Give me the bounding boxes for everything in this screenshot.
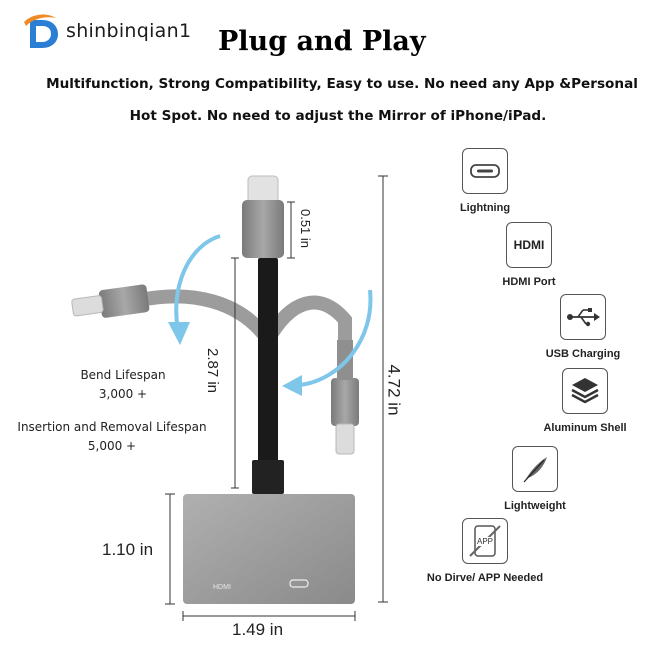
feature-label: Lightweight [504, 500, 566, 512]
dim-hub-height: 1.10 in [102, 540, 154, 559]
feature-lightning: Lightning [410, 148, 560, 214]
dim-connector-length: 0.51 in [298, 208, 314, 249]
subtitle-line-1: Multifunction, Strong Compatibility, Eas… [46, 76, 638, 92]
feature-usb: USB Charging [508, 294, 650, 360]
layers-icon [562, 368, 608, 414]
insertion-lifespan-value: 5,000 + [87, 439, 137, 453]
subtitle-line-2: Hot Spot. No need to adjust the Mirror o… [129, 108, 547, 124]
right-lightning-connector [331, 378, 359, 455]
feature-hdmi: HDMI HDMI Port [454, 222, 604, 288]
hdmi-icon: HDMI [506, 222, 552, 268]
brand-logo-icon [24, 14, 58, 48]
dim-hub-width: 1.49 in [232, 620, 284, 639]
no-app-icon-text: APP [475, 536, 494, 546]
dimension-lines [165, 175, 388, 621]
top-lightning-connector [242, 175, 284, 258]
usb-icon [560, 294, 606, 340]
hdmi-icon-text: HDMI [513, 238, 545, 252]
brand-name: shinbinqian1 [66, 20, 192, 42]
page-title: Plug and Play [218, 26, 426, 57]
feature-aluminum: Aluminum Shell [510, 368, 650, 434]
bend-arrow-right [299, 289, 373, 387]
bend-lifespan-label: Bend Lifespan [80, 368, 166, 382]
dim-cable-length: 2.87 in [204, 347, 222, 394]
bend-arrow-left [174, 234, 221, 331]
left-lightning-connector [71, 284, 150, 318]
bend-lifespan-value: 3,000 + [98, 387, 148, 401]
feature-no-app: APP No Dirve/ APP Needed [410, 518, 560, 584]
adapter-hub [183, 494, 355, 604]
feature-lightweight: Lightweight [460, 446, 610, 512]
hdmi-port-label: HDMI [213, 584, 231, 591]
feature-label: Lightning [459, 202, 511, 214]
feature-label: USB Charging [545, 348, 621, 360]
no-app-icon: APP [462, 518, 508, 564]
insertion-lifespan: Insertion and Removal Lifespan 5,000 + [14, 418, 210, 456]
feature-label: HDMI Port [502, 276, 556, 288]
lightning-port-icon [462, 148, 508, 194]
feather-icon [512, 446, 558, 492]
feature-label: No Dirve/ APP Needed [426, 572, 544, 584]
dim-total-length: 4.72 in [384, 364, 404, 416]
feature-label: Aluminum Shell [543, 422, 627, 434]
bend-lifespan: Bend Lifespan 3,000 + [68, 366, 178, 404]
insertion-lifespan-label: Insertion and Removal Lifespan [17, 420, 207, 434]
